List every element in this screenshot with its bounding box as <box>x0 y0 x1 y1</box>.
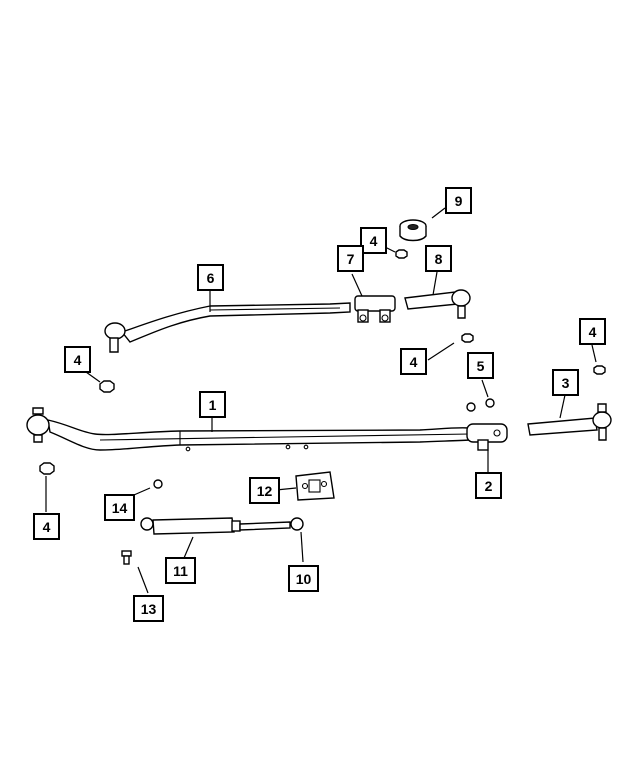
callout-9: 9 <box>445 187 472 214</box>
callout-5: 5 <box>467 352 494 379</box>
callout-4-middle: 4 <box>400 348 427 375</box>
drag-link-part <box>26 407 471 452</box>
callout-12: 12 <box>249 477 280 504</box>
callout-7: 7 <box>337 245 364 272</box>
callout-6: 6 <box>197 264 224 291</box>
callout-4-left: 4 <box>64 346 91 373</box>
tie-rod-end-part <box>404 289 471 319</box>
nut-part <box>153 479 163 489</box>
callout-11: 11 <box>165 557 196 584</box>
callout-13: 13 <box>133 595 164 622</box>
steering-damper-part <box>140 517 304 535</box>
tie-rod-boot-part <box>399 219 427 242</box>
tie-rod-part <box>104 302 351 353</box>
callout-4-bottom-left: 4 <box>33 513 60 540</box>
damper-mount-plate-part <box>295 471 335 501</box>
callout-8: 8 <box>425 245 452 272</box>
callout-1: 1 <box>199 391 226 418</box>
bolt-part <box>121 550 132 565</box>
tie-rod-end-right-part <box>527 403 612 441</box>
callout-4-right: 4 <box>579 318 606 345</box>
callout-2: 2 <box>475 472 502 499</box>
clamp-nuts <box>466 398 495 412</box>
leader-lines <box>45 207 597 594</box>
callout-10: 10 <box>288 565 319 592</box>
castle-nuts <box>39 249 606 475</box>
callout-3: 3 <box>552 369 579 396</box>
callout-14: 14 <box>104 494 135 521</box>
adjusting-sleeve-part <box>354 295 396 323</box>
callout-4-top: 4 <box>360 227 387 254</box>
adjusting-sleeve-clamp-part <box>466 423 508 451</box>
